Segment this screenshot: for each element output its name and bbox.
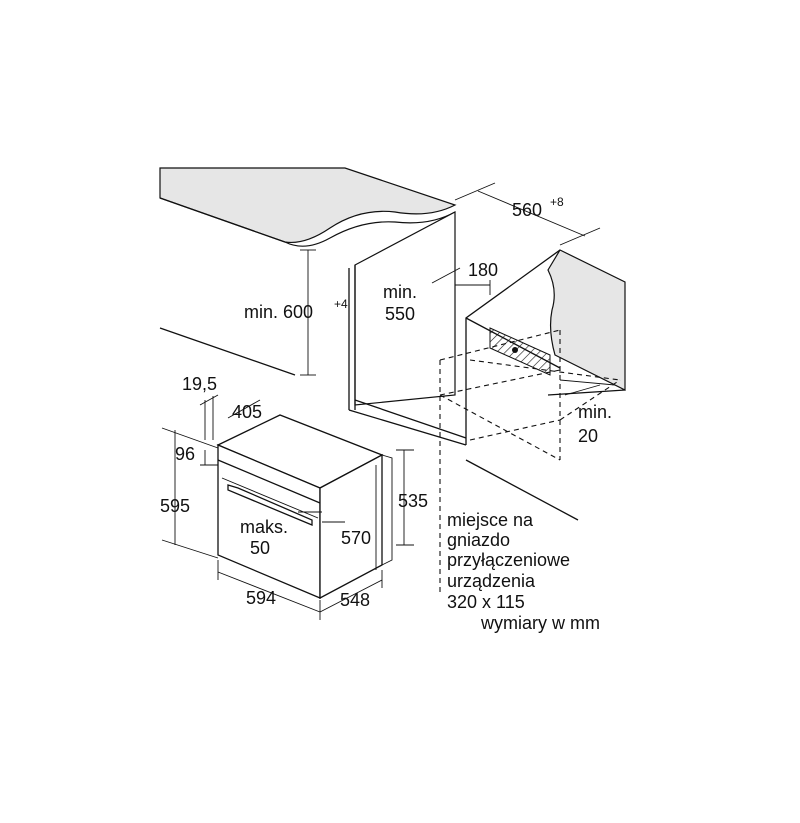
- note-line3: przyłączeniowe: [447, 550, 570, 570]
- oven-door-top: [221, 477, 319, 519]
- niche-bottom-left: [348, 409, 467, 446]
- label-180: 180: [468, 260, 498, 280]
- label-560: 560: [512, 200, 542, 220]
- label-595: 595: [160, 496, 190, 516]
- oven-door-handle: [227, 484, 313, 526]
- units-caption: wymiary w mm: [480, 613, 600, 633]
- note-line4: urządzenia: [447, 571, 536, 591]
- label-548: 548: [340, 590, 370, 610]
- label-min-550-line1: min.: [383, 282, 417, 302]
- label-min-550-line2: 550: [385, 304, 415, 324]
- niche-bottom-front: [354, 399, 467, 439]
- socket-dot: [512, 347, 518, 353]
- label-maks: maks.: [240, 517, 288, 537]
- socket-area: [489, 327, 551, 376]
- label-535: 535: [398, 491, 428, 511]
- dimension-labels: 560 +8 min. 600 +4 min. 550 180 min. 20 …: [160, 195, 612, 610]
- floor-line-back: [547, 389, 626, 396]
- label-560-tolerance: +8: [550, 195, 564, 209]
- floor-line-left: [159, 327, 296, 376]
- label-570: 570: [341, 528, 371, 548]
- countertop-front-edge: [159, 197, 456, 247]
- floor-line-right: [465, 459, 579, 521]
- cabinet-countertop: [159, 167, 626, 391]
- note-line2: gniazdo: [447, 530, 510, 550]
- label-min-20-line2: 20: [578, 426, 598, 446]
- oven-back-flange: [381, 454, 393, 566]
- countertop-top-surface: [159, 167, 457, 244]
- dimension-lines: [161, 182, 616, 620]
- label-min-20-line1: min.: [578, 402, 612, 422]
- oven-control-panel-line: [217, 459, 321, 504]
- cabinet-niche: [159, 211, 626, 521]
- note-line1: miejsce na: [447, 510, 534, 530]
- oven: [216, 414, 393, 600]
- countertop-right-block: [547, 249, 626, 391]
- label-96: 96: [175, 444, 195, 464]
- label-maks-50: 50: [250, 538, 270, 558]
- label-600-tolerance: +4: [334, 297, 348, 311]
- label-405: 405: [232, 402, 262, 422]
- note-line5: 320 x 115: [447, 592, 525, 612]
- label-19-5: 19,5: [182, 374, 217, 394]
- label-min-600: min. 600: [244, 302, 313, 322]
- socket-note: miejsce na gniazdo przyłączeniowe urządz…: [447, 510, 570, 612]
- label-594: 594: [246, 588, 276, 608]
